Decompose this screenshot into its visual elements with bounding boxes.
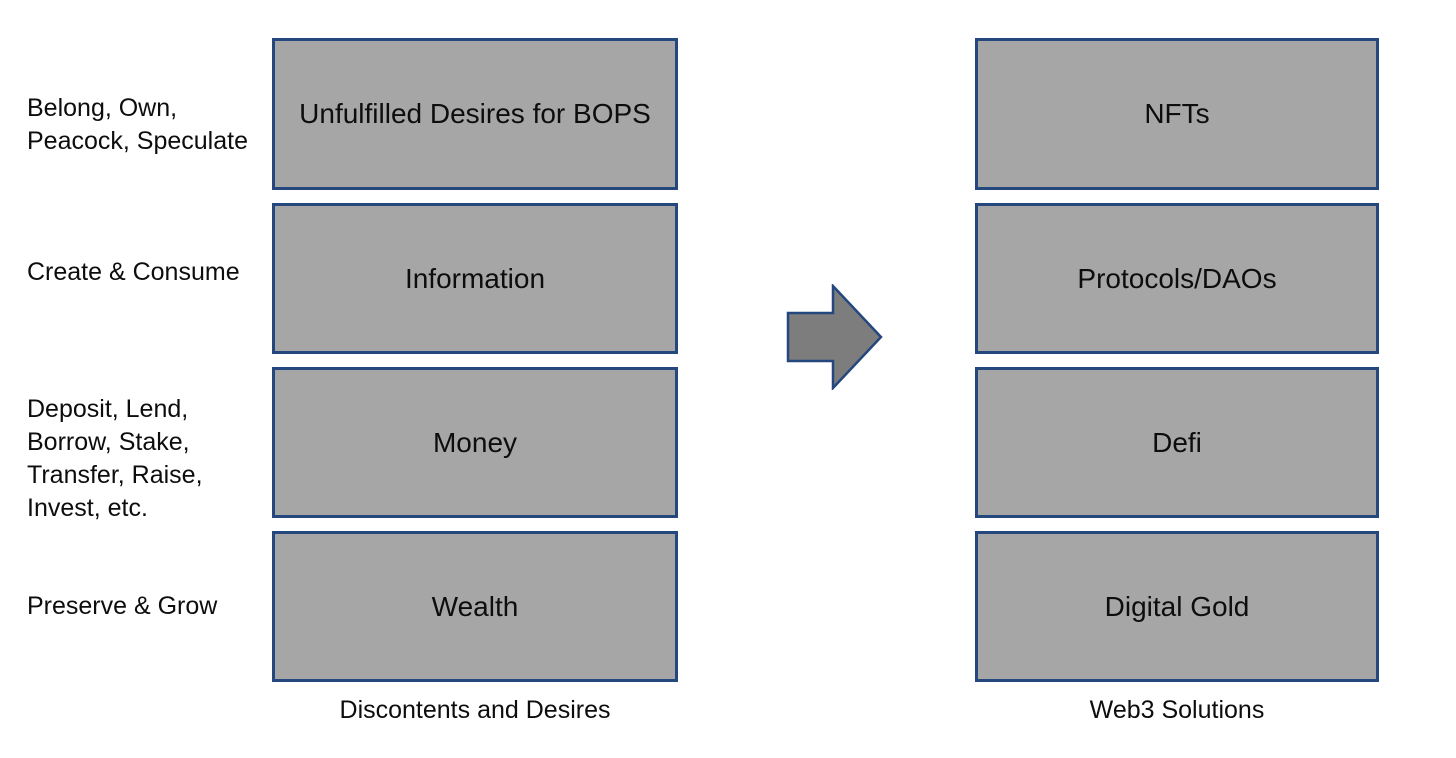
box-defi-text: Defi <box>1152 426 1202 458</box>
box-information: Information <box>272 203 678 354</box>
right-column-caption: Web3 Solutions <box>1089 696 1265 724</box>
box-protocols-daos-text: Protocols/DAOs <box>1077 262 1277 294</box>
box-nfts-text: NFTs <box>1144 98 1210 129</box>
box-defi: Defi <box>975 367 1379 518</box>
box-money-text: Money <box>432 426 518 458</box>
box-unfulfilled-desires: Unfulfilled Desires for BOPS <box>272 38 678 190</box>
box-digital-gold-text: Digital Gold <box>1104 590 1250 622</box>
right-arrow-polygon <box>786 282 883 392</box>
box-unfulfilled-desires-text: Unfulfilled Desires for BOPS <box>299 98 651 129</box>
row-label-deposit-lend: Deposit, Lend, Borrow, Stake, Transfer, … <box>27 395 203 522</box>
row-label-belong-own: Belong, Own, Peacock, Speculate <box>27 94 248 155</box>
box-protocols-daos: Protocols/DAOs <box>975 203 1379 354</box>
row-label-preserve-grow: Preserve & Grow <box>27 592 218 620</box>
box-wealth-text: Wealth <box>431 590 519 622</box>
row-label-create-consume: Create & Consume <box>27 258 240 286</box>
box-digital-gold: Digital Gold <box>975 531 1379 682</box>
box-money: Money <box>272 367 678 518</box>
box-information-text: Information <box>404 262 546 294</box>
right-arrow-shape <box>786 282 884 392</box>
left-column-caption: Discontents and Desires <box>339 696 611 724</box>
right-arrow-icon <box>786 282 883 392</box>
box-wealth: Wealth <box>272 531 678 682</box>
box-nfts: NFTs <box>975 38 1379 190</box>
